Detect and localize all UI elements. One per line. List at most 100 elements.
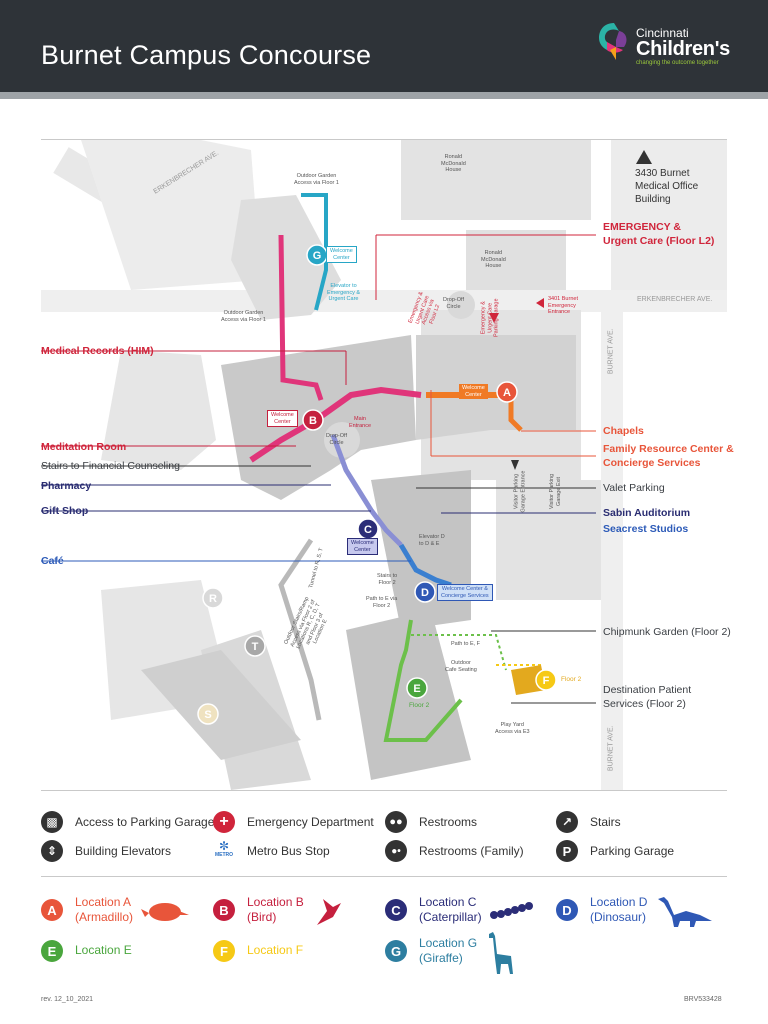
- map-top-rule: [41, 139, 727, 140]
- outdoor-garden-top-label: Outdoor Garden Access via Floor 1: [294, 173, 339, 186]
- welcome-center-b: Welcome Center: [267, 410, 298, 427]
- location-d-badge: D: [556, 899, 578, 921]
- elevator-d-label: Elevator D to D & E: [419, 534, 445, 547]
- svg-text:T: T: [252, 641, 259, 653]
- location-c-sub: (Caterpillar): [419, 910, 482, 924]
- location-d-sub: (Dinosaur): [590, 910, 647, 924]
- location-g-name: Location G: [419, 936, 478, 950]
- stairs-icon: ↗: [556, 811, 578, 833]
- location-b-badge: B: [213, 899, 235, 921]
- street-erkenbrecher-e: ERKENBRECHER AVE.: [637, 296, 713, 303]
- outdoor-garden-left-label: Outdoor Garden Access via Floor 1: [221, 310, 266, 323]
- legend-label: Restrooms (Family): [419, 844, 524, 858]
- callout-chapels: Chapels: [603, 425, 644, 437]
- welcome-center-c: Welcome Center: [347, 538, 378, 555]
- location-a-text: Location A(Armadillo): [75, 895, 133, 925]
- legend-divider: [41, 876, 727, 877]
- callout-seacrest-studios: Seacrest Studios: [603, 523, 689, 535]
- location-c-text: Location C(Caterpillar): [419, 895, 482, 925]
- location-g-text: Location G(Giraffe): [419, 936, 477, 966]
- visitor-parking-exit: Visitor Parking Garage Exit: [549, 473, 562, 510]
- location-pin-t: T: [244, 635, 266, 657]
- parking-icon: P: [556, 840, 578, 862]
- location-a-sub: (Armadillo): [75, 910, 134, 924]
- bird-icon: [317, 899, 341, 925]
- location-pin-a: A: [496, 381, 518, 403]
- revision-label: rev. 12_10_2021: [41, 996, 94, 1003]
- office-building-label: 3430 Burnet Medical Office Building: [635, 168, 699, 205]
- legend-emergency: + Emergency Department: [213, 811, 374, 833]
- legend-metro: ✼METRO Metro Bus Stop: [213, 840, 330, 862]
- burnet-emergency-entrance: 3401 Burnet Emergency Entrance: [548, 296, 578, 315]
- car-icon: ▩: [41, 811, 63, 833]
- floor2-e-label: Floor 2: [409, 702, 430, 709]
- logo-mark-icon: [599, 23, 627, 60]
- location-f-name: Location F: [247, 943, 304, 957]
- caterpillar-icon: [490, 902, 533, 919]
- location-a-badge: A: [41, 899, 63, 921]
- location-pin-c: C: [357, 518, 379, 540]
- callout-gift-shop: Gift Shop: [41, 505, 89, 517]
- header-divider: [0, 92, 768, 99]
- page-title: Burnet Campus Concourse: [41, 40, 372, 70]
- location-pin-d: D: [414, 581, 436, 603]
- callout-chipmunk-garden: Chipmunk Garden (Floor 2): [603, 626, 731, 638]
- location-c-name: Location C: [419, 895, 477, 909]
- location-pin-s: S: [197, 703, 219, 725]
- emergency-cross-icon: +: [213, 811, 235, 833]
- armadillo-icon: [141, 903, 189, 921]
- welcome-center-a: Welcome Center: [459, 384, 488, 399]
- legend-restrooms: ●● Restrooms: [385, 811, 477, 833]
- location-e-badge: E: [41, 940, 63, 962]
- callout-family-resource: Family Resource Center & Concierge Servi…: [603, 443, 734, 469]
- location-a-name: Location A: [75, 895, 132, 909]
- family-restroom-icon: ●•: [385, 840, 407, 862]
- legend-label: Parking Garage: [590, 844, 675, 858]
- location-b-name: Location B: [247, 895, 304, 909]
- cincinnati-childrens-logo: Cincinnati Children's changing the outco…: [596, 20, 746, 70]
- callout-sabin-auditorium: Sabin Auditorium: [603, 507, 691, 519]
- drop-off-circle-2: Drop-Off Circle: [326, 433, 347, 446]
- legend-label: Restrooms: [419, 815, 478, 829]
- location-d-name: Location D: [590, 895, 648, 909]
- elevator-icon: ⇕: [41, 840, 63, 862]
- dinosaur-icon: [658, 897, 712, 927]
- document-code: BRV533428: [684, 996, 722, 1003]
- welcome-center-d: Welcome Center & Concierge Services: [437, 584, 493, 601]
- location-g-badge: G: [385, 940, 407, 962]
- location-b-text: Location B(Bird): [247, 895, 304, 925]
- location-b-sub: (Bird): [247, 910, 277, 924]
- svg-text:G: G: [313, 250, 322, 262]
- svg-text:R: R: [209, 593, 217, 605]
- path-e-floor2-label: Path to E via Floor 2: [366, 596, 398, 609]
- legend-family-restrooms: ●• Restrooms (Family): [385, 840, 524, 862]
- svg-text:F: F: [543, 675, 550, 687]
- callout-meditation-room: Meditation Room: [41, 441, 127, 453]
- location-e-text: Location E: [75, 943, 132, 958]
- callout-valet-parking: Valet Parking: [603, 482, 665, 494]
- callout-cafe: Café: [41, 555, 64, 567]
- map-drawing: [41, 140, 727, 790]
- ronald-mcdonald-label-1: Ronald McDonald House: [441, 154, 466, 173]
- callout-emergency: EMERGENCY & Urgent Care (Floor L2): [603, 221, 715, 247]
- legend-label: Emergency Department: [247, 815, 374, 829]
- outdoor-cafe-label: Outdoor Cafe Seating: [445, 660, 477, 673]
- callout-medical-records: Medical Records (HIM): [41, 345, 154, 357]
- svg-text:C: C: [364, 524, 372, 536]
- location-pin-f: F: [535, 669, 557, 691]
- legend-label: Stairs: [590, 815, 621, 829]
- legend-label: Metro Bus Stop: [247, 844, 330, 858]
- location-e-name: Location E: [75, 943, 132, 957]
- logo-tagline: changing the outcome together: [636, 60, 719, 66]
- legend-label: Access to Parking Garage: [75, 815, 215, 829]
- location-pin-g: G: [306, 244, 328, 266]
- street-burnet-upper: BURNET AVE.: [607, 328, 615, 375]
- street-burnet-lower: BURNET AVE.: [607, 725, 615, 772]
- location-pin-e: E: [406, 677, 428, 699]
- callout-destination-patient: Destination Patient Services (Floor 2): [603, 684, 692, 710]
- svg-text:E: E: [413, 683, 420, 695]
- drop-off-circle-1: Drop-Off Circle: [443, 297, 464, 310]
- callout-pharmacy: Pharmacy: [41, 480, 92, 492]
- location-pin-r: R: [202, 587, 224, 609]
